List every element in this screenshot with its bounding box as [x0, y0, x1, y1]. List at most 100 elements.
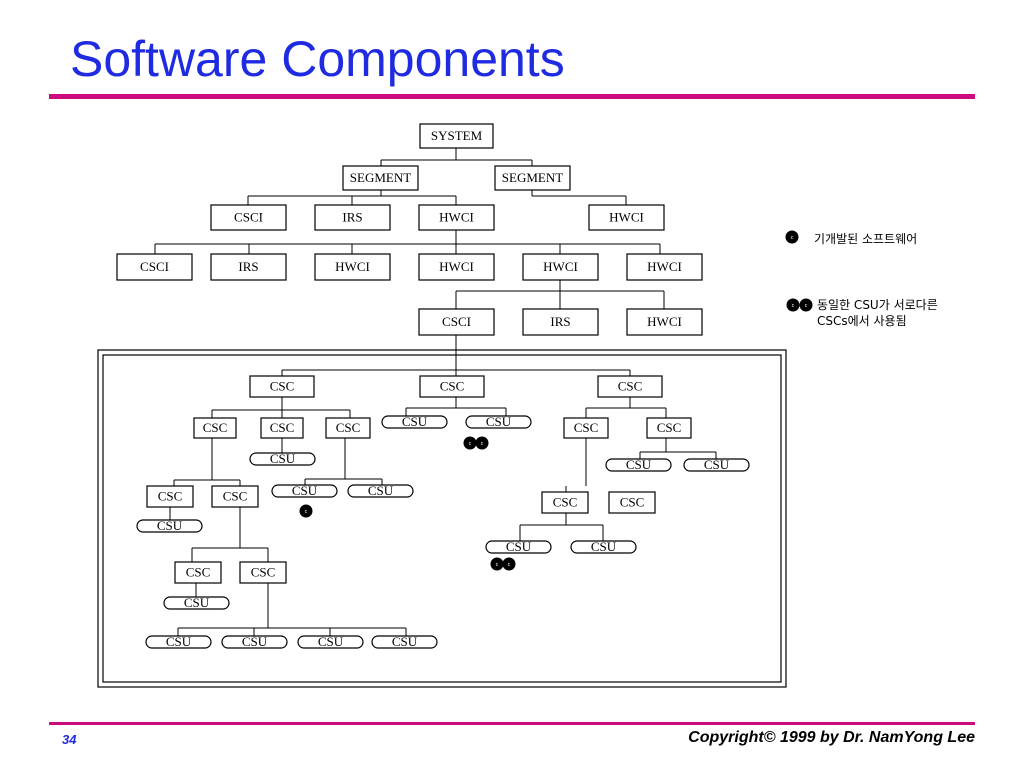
csu-node-label: CSU	[506, 539, 532, 554]
node-csc-label: CSC	[553, 495, 578, 510]
node-hwci: HWCI	[418, 204, 495, 231]
node-csci-box	[210, 204, 287, 231]
node-hwci-label: HWCI	[647, 314, 682, 329]
node-csc-box	[239, 561, 287, 584]
node-csc-box	[646, 417, 692, 439]
csu-node-label: CSU	[402, 414, 428, 429]
csu-node-label: CSU	[166, 634, 192, 649]
node-hwci-box	[418, 253, 495, 281]
node-csci-box	[116, 253, 193, 281]
reuse-marker-dot: c	[502, 557, 516, 571]
node-csc-box	[193, 417, 237, 439]
csu-node-box	[347, 484, 414, 498]
node-hwci: HWCI	[588, 204, 665, 231]
reuse-marker-glyph: c	[508, 562, 511, 568]
node-csc: CSC	[646, 417, 692, 439]
csu-node: CSU	[221, 634, 288, 649]
reuse-marker-dot: c	[463, 436, 477, 450]
csu-node-box	[163, 596, 230, 610]
node-csci-label: CSCI	[140, 259, 169, 274]
node-hwci-box	[522, 253, 599, 281]
reuse-marker-dot: c	[799, 298, 813, 312]
csu-node: CSU	[145, 634, 212, 649]
reuse-marker-glyph: c	[791, 235, 794, 241]
node-csc-label: CSC	[336, 420, 361, 435]
node-csc-label: CSC	[186, 565, 211, 580]
csu-node-box	[297, 635, 364, 649]
reuse-marker-glyph: c	[305, 509, 308, 515]
node-irs-box	[522, 308, 599, 336]
node-irs: IRS	[210, 253, 287, 281]
csu-node-label: CSU	[270, 451, 296, 466]
legend-shared-csu-text-line2: CSCs에서 사용됨	[817, 314, 907, 328]
node-hwci-box	[418, 204, 495, 231]
node-csc: CSC	[541, 491, 589, 514]
node-hwci-label: HWCI	[609, 210, 644, 225]
node-hwci-label: HWCI	[335, 259, 370, 274]
node-hwci-box	[588, 204, 665, 231]
csu-node-label: CSU	[591, 539, 617, 554]
csu-node-box	[271, 484, 338, 498]
node-segment-label: SEGMENT	[502, 170, 563, 185]
csu-node: CSU	[271, 483, 338, 498]
node-segment: SEGMENT	[494, 165, 571, 191]
node-system-label: SYSTEM	[431, 128, 483, 143]
csu-node: CSU	[249, 451, 316, 466]
reuse-marker-circle	[785, 230, 799, 244]
title-divider	[49, 94, 975, 99]
reuse-marker-dot: c	[299, 504, 313, 518]
csu-node: CSU	[163, 595, 230, 610]
node-csc-label: CSC	[620, 495, 645, 510]
node-csc: CSC	[211, 485, 259, 508]
node-irs: IRS	[314, 204, 391, 231]
node-segment-box	[342, 165, 419, 191]
node-csc-box	[419, 375, 485, 398]
csu-node-label: CSU	[392, 634, 418, 649]
node-csc: CSC	[608, 491, 656, 514]
reuse-marker-circle	[490, 557, 504, 571]
node-system: SYSTEM	[419, 123, 494, 149]
reuse-marker-dot: c	[785, 230, 799, 244]
csu-node-box	[683, 458, 750, 472]
reuse-marker-circle	[786, 298, 800, 312]
csu-node-box	[381, 415, 448, 429]
reuse-marker-glyph: c	[481, 441, 484, 447]
node-hwci-box	[314, 253, 391, 281]
node-csci-box	[418, 308, 495, 336]
reuse-marker-glyph: c	[469, 441, 472, 447]
node-csc: CSC	[419, 375, 485, 398]
node-hwci-label: HWCI	[439, 210, 474, 225]
node-csc-box	[146, 485, 194, 508]
node-csci-label: CSCI	[442, 314, 471, 329]
node-csc: CSC	[146, 485, 194, 508]
csu-node: CSU	[683, 457, 750, 472]
node-csc-box	[211, 485, 259, 508]
node-irs-box	[210, 253, 287, 281]
csu-node-box	[249, 452, 316, 466]
csu-node: CSU	[347, 483, 414, 498]
node-segment-label: SEGMENT	[350, 170, 411, 185]
legend-shared-csu-text-line1: 동일한 CSU가 서로다른	[817, 298, 938, 312]
csu-node-box	[485, 540, 552, 554]
node-irs: IRS	[522, 308, 599, 336]
node-csc: CSC	[174, 561, 222, 584]
node-csc-box	[597, 375, 663, 398]
csu-node-label: CSU	[368, 483, 394, 498]
node-csc-box	[325, 417, 371, 439]
node-csc-box	[541, 491, 589, 514]
node-hwci-label: HWCI	[439, 259, 474, 274]
node-csc: CSC	[563, 417, 609, 439]
reuse-marker-glyph: c	[805, 303, 808, 309]
node-csc-label: CSC	[158, 489, 183, 504]
node-hwci: HWCI	[626, 308, 703, 336]
csu-node-label: CSU	[486, 414, 512, 429]
node-csc-box	[249, 375, 315, 398]
csu-node-box	[371, 635, 438, 649]
node-irs-box	[314, 204, 391, 231]
csu-node-label: CSU	[157, 518, 183, 533]
reuse-marker-dot: c	[490, 557, 504, 571]
node-segment-box	[494, 165, 571, 191]
csu-node-box	[136, 519, 203, 533]
